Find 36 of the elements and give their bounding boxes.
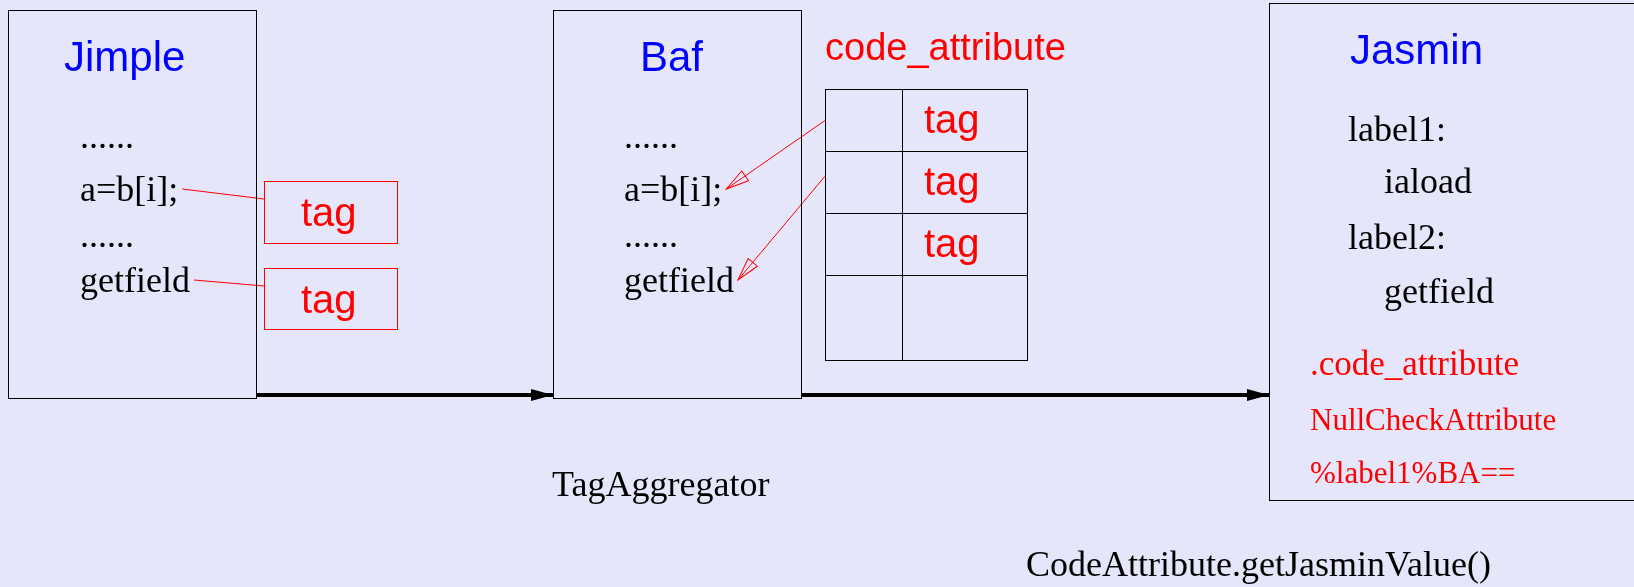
leader-line	[193, 279, 265, 287]
panel-title: Jasmin	[1350, 26, 1484, 75]
code-panel	[8, 10, 257, 399]
code-line: getfield	[624, 259, 734, 301]
code-panel	[553, 10, 802, 399]
code-line: %label1%BA==	[1310, 455, 1516, 491]
table-row: tag	[825, 151, 1028, 214]
arrow	[737, 175, 826, 281]
code-line: ......	[624, 115, 678, 157]
caption-text: CodeAttribute.getJasminValue()	[1026, 544, 1491, 586]
code-line: a=b[i];	[80, 168, 179, 210]
leader-line	[181, 188, 265, 200]
table-row: tag	[825, 89, 1028, 152]
code-line: iaload	[1384, 161, 1472, 203]
arrow	[802, 389, 1269, 401]
code-line: .code_attribute	[1310, 344, 1519, 385]
panel-title: Jimple	[64, 33, 186, 82]
arrow	[257, 389, 553, 401]
tag-callout: tag	[264, 181, 398, 244]
code-line: getfield	[80, 259, 190, 301]
table-row: tag	[825, 213, 1028, 276]
table-row	[825, 275, 1028, 361]
tag-callout: tag	[264, 268, 398, 330]
arrow	[725, 120, 826, 190]
code-line: a=b[i];	[624, 168, 723, 210]
code-line: label2:	[1348, 217, 1446, 259]
panel-title: Baf	[640, 33, 704, 82]
caption-text: TagAggregator	[552, 464, 770, 506]
code-line: ......	[80, 115, 134, 157]
code-panel	[1269, 3, 1634, 501]
code-line: NullCheckAttribute	[1310, 402, 1557, 438]
code-line: getfield	[1384, 271, 1494, 313]
code-line: ......	[80, 214, 134, 256]
code-line: label1:	[1348, 109, 1446, 151]
code-line: ......	[624, 214, 678, 256]
table-heading: code_attribute	[825, 26, 1066, 70]
